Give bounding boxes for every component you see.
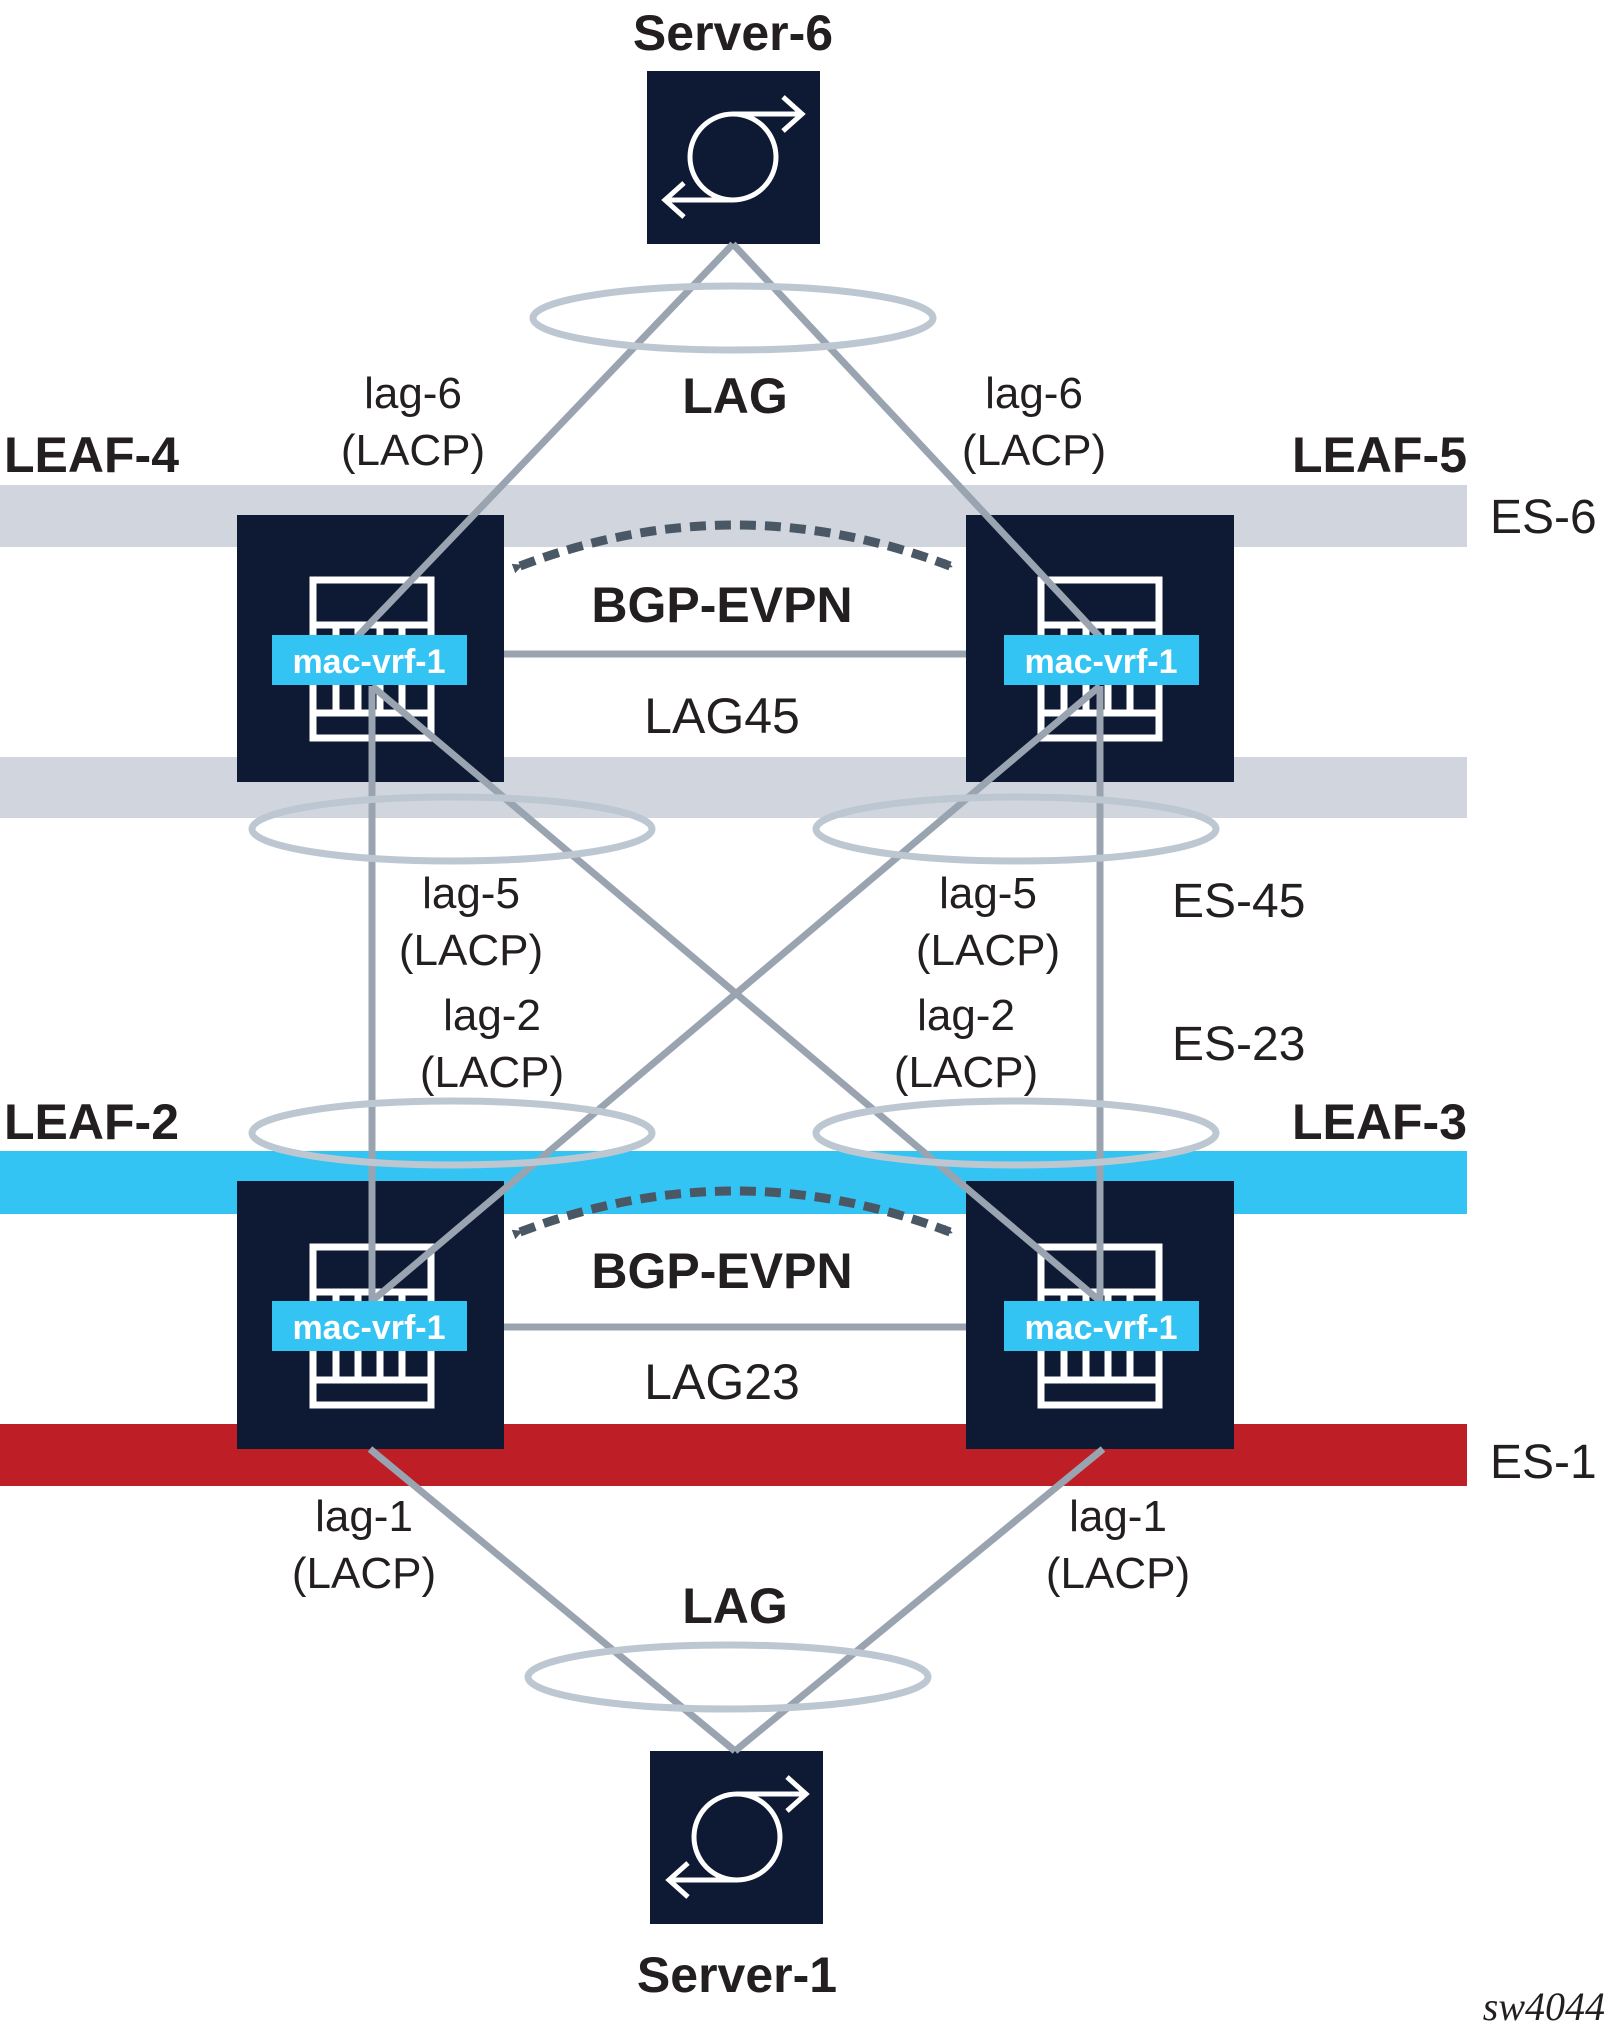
- link-leaf3-server1: [732, 1446, 1106, 1754]
- lag-2-left-lacp: (LACP): [420, 1048, 564, 1097]
- link-leaf2-server1: [367, 1446, 738, 1754]
- lag-5-left-lacp: (LACP): [399, 926, 543, 975]
- leaf-4-label: LEAF-4: [4, 427, 179, 483]
- server-6-node[interactable]: [647, 71, 820, 244]
- es-6-label: ES-6: [1490, 491, 1597, 544]
- es-45-band: [0, 757, 1467, 818]
- lag-1-right-label: lag-1: [1069, 1492, 1167, 1541]
- bgp-evpn-bottom-label: BGP-EVPN: [591, 1243, 852, 1299]
- lag-ring-server6: [529, 282, 937, 354]
- es-23-label: ES-23: [1172, 1018, 1305, 1071]
- lag-1-left-lacp: (LACP): [292, 1549, 436, 1598]
- es-45-label: ES-45: [1172, 875, 1305, 928]
- bgp-evpn-arrow-bottom: [511, 1186, 953, 1240]
- lag-ring-lag5-left: [248, 793, 656, 865]
- link-server6-leaf4: [354, 241, 736, 640]
- server-1-node[interactable]: [650, 1751, 823, 1924]
- link-leaf5-leaf2: [369, 683, 1103, 1304]
- lag-1-left-label: lag-1: [315, 1492, 413, 1541]
- leaf-3-label: LEAF-3: [1292, 1094, 1467, 1150]
- lag-2-left-label: lag-2: [443, 991, 541, 1040]
- link-server6-leaf5: [730, 241, 1103, 640]
- leaf-4-vrf-label: mac-vrf-1: [292, 643, 445, 681]
- lag-top-label: LAG: [682, 368, 788, 424]
- server-1-label: Server-1: [637, 1947, 837, 2003]
- lag-2-right-lacp: (LACP): [894, 1048, 1038, 1097]
- lag-ring-server1: [524, 1641, 932, 1713]
- lag45-label: LAG45: [644, 688, 800, 744]
- es-6-band: [0, 485, 1467, 547]
- leaf-5-vrf-badge: [1004, 635, 1199, 685]
- lag-5-left-label: lag-5: [422, 869, 520, 918]
- server-6-label: Server-6: [633, 5, 833, 61]
- lag-ring-lag2-right: [812, 1097, 1220, 1169]
- leaf-2-vrf-badge: [272, 1301, 467, 1351]
- lag-1-right-lacp: (LACP): [1046, 1549, 1190, 1598]
- leaf-5-vrf-label: mac-vrf-1: [1024, 643, 1177, 681]
- leaf-2-label: LEAF-2: [4, 1094, 179, 1150]
- lag-6-right-lacp: (LACP): [962, 426, 1106, 475]
- bgp-evpn-arrow-top: [511, 520, 953, 574]
- lag-5-right-lacp: (LACP): [916, 926, 1060, 975]
- lag-5-right-label: lag-5: [939, 869, 1037, 918]
- es-1-band: [0, 1424, 1467, 1486]
- lag-ring-lag5-right: [812, 793, 1220, 865]
- lag-6-left-lacp: (LACP): [341, 426, 485, 475]
- lag23-label: LAG23: [644, 1354, 800, 1410]
- lag-6-right-label: lag-6: [985, 369, 1083, 418]
- leaf-3-vrf-badge: [1004, 1301, 1199, 1351]
- leaf-2-vrf-label: mac-vrf-1: [292, 1309, 445, 1347]
- leaf-5-label: LEAF-5: [1292, 427, 1467, 483]
- lag-2-right-label: lag-2: [917, 991, 1015, 1040]
- leaf-3-vrf-label: mac-vrf-1: [1024, 1309, 1177, 1347]
- lag-bottom-label: LAG: [682, 1578, 788, 1634]
- leaf-4-vrf-badge: [272, 635, 467, 685]
- es-23-band: [0, 1151, 1467, 1214]
- figure-id: sw4044: [1483, 1984, 1605, 2029]
- lag-ring-lag2-left: [248, 1097, 656, 1169]
- bgp-evpn-top-label: BGP-EVPN: [591, 577, 852, 633]
- lag-6-left-label: lag-6: [364, 369, 462, 418]
- es-1-label: ES-1: [1490, 1436, 1597, 1489]
